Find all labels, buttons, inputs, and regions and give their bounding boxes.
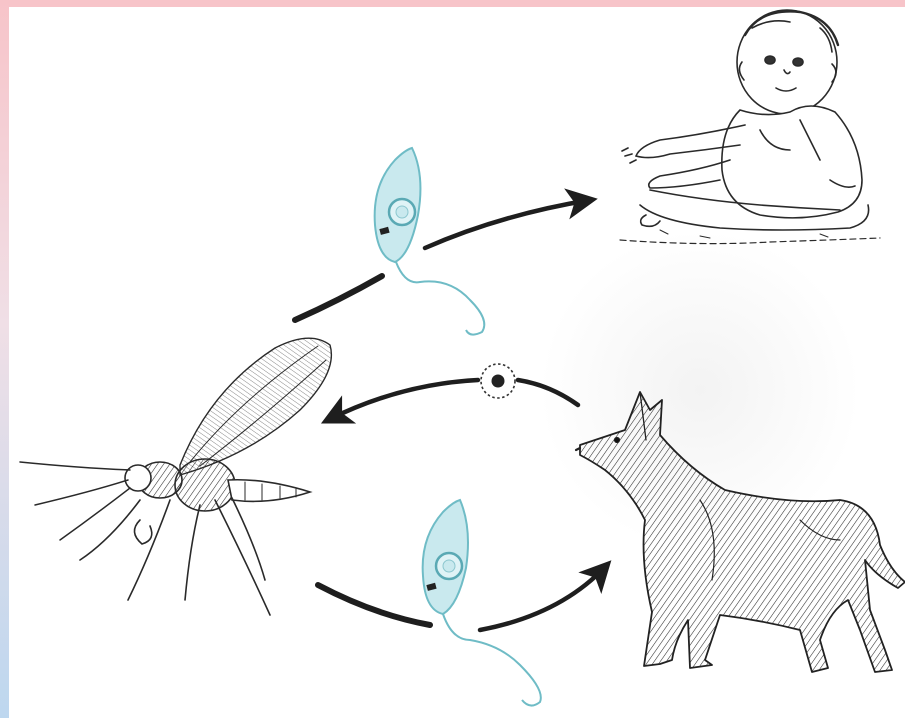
frame-left-bar (0, 0, 9, 718)
frame-top-bar (0, 0, 905, 7)
amastigote-icon (481, 364, 515, 398)
